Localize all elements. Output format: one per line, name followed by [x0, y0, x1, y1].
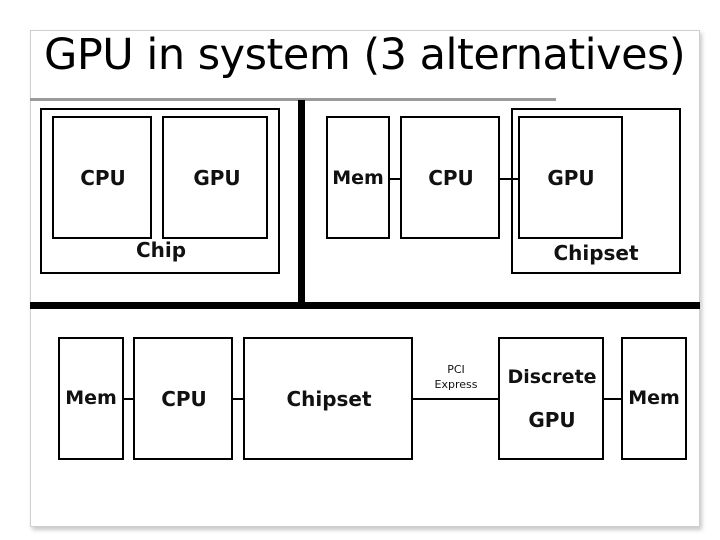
pci-express-link [412, 398, 499, 400]
alt3-mem-cpu-link [123, 398, 134, 400]
title-underline [30, 98, 556, 101]
horizontal-divider [30, 302, 700, 309]
alt2-cpu-label: CPU [428, 166, 474, 190]
alt2-cpu-box [400, 116, 500, 239]
alt3-gpu-mem-link [603, 398, 622, 400]
alt3-cpu-chipset-link [232, 398, 244, 400]
chipset-label: Chipset [553, 241, 639, 265]
alt2-mem-box [326, 116, 390, 239]
alt2-gpu-label: GPU [547, 166, 595, 190]
discrete-label-line2: GPU [528, 408, 576, 432]
pci-label-line1: PCI [447, 363, 465, 376]
alt1-gpu-label: GPU [193, 166, 241, 190]
alt3-mem-right-label: Mem [628, 387, 680, 409]
alt2-mem-label: Mem [332, 167, 384, 189]
alt1-cpu-label: CPU [80, 166, 126, 190]
alt3-mem-left-box [58, 337, 124, 460]
alt3-chipset-box [243, 337, 413, 460]
chip-label: Chip [135, 238, 187, 262]
alt3-chipset-label: Chipset [286, 387, 372, 411]
alt1-gpu-box [162, 116, 268, 239]
alt2-mem-cpu-link [389, 178, 401, 180]
discrete-gpu-box [498, 337, 604, 460]
discrete-label-line1: Discrete [507, 366, 597, 388]
alt3-cpu-box [133, 337, 233, 460]
alt3-mem-left-label: Mem [65, 387, 117, 409]
pci-label-line2: Express [434, 378, 478, 391]
alt1-cpu-box [52, 116, 152, 239]
alt3-mem-right-box [621, 337, 687, 460]
vertical-divider [298, 100, 305, 305]
alt2-cpu-gpu-link [499, 178, 519, 180]
slide-title: GPU in system (3 alternatives) [44, 30, 686, 80]
alt2-gpu-box [518, 116, 623, 239]
alt3-cpu-label: CPU [161, 387, 207, 411]
